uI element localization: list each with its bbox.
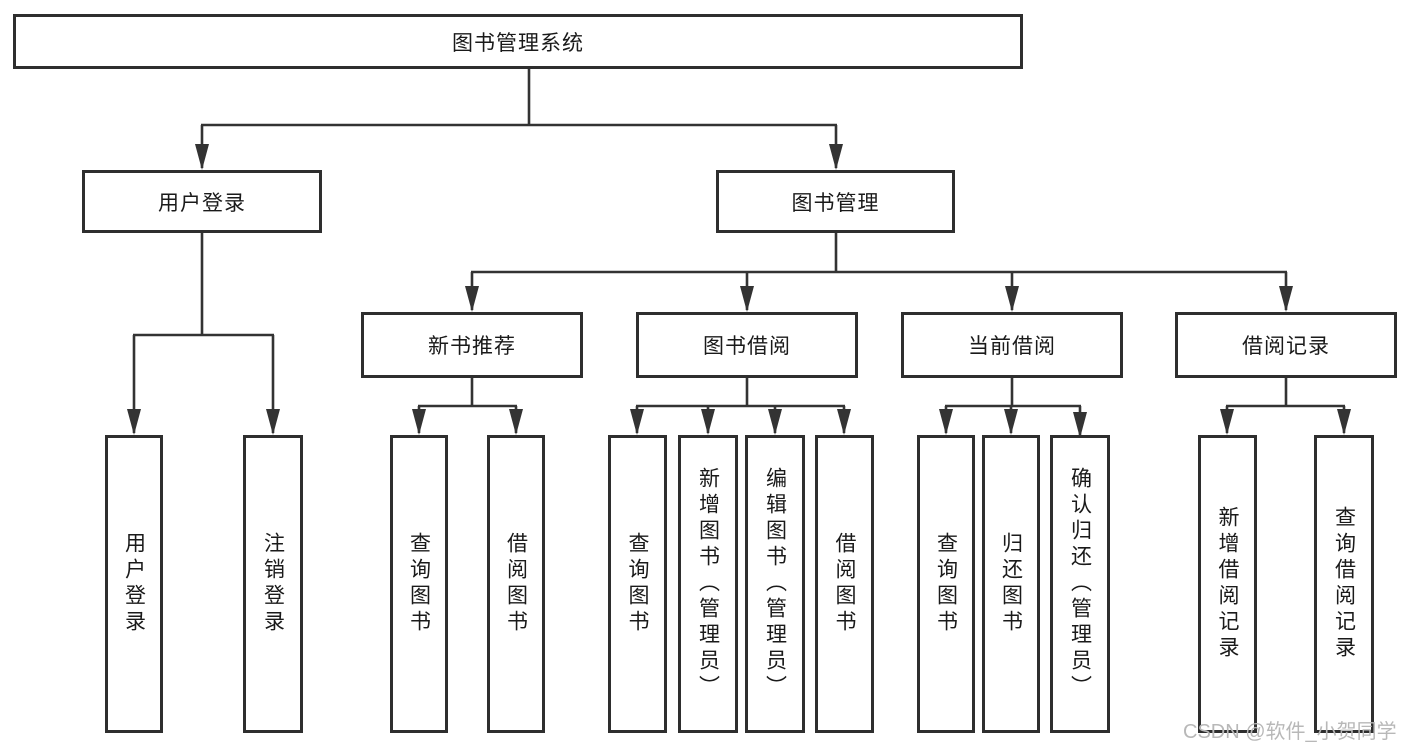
leaf-query-borrow-record: 查询借阅记录 xyxy=(1314,435,1374,733)
leaf-edit-book-admin: 编辑图书（管理员） xyxy=(745,435,805,733)
arrowheads xyxy=(127,144,1351,438)
node-borrowing-records: 借阅记录 xyxy=(1175,312,1397,378)
leaf-label: 查询图书 xyxy=(626,532,649,636)
node-user-login-module: 用户登录 xyxy=(82,170,322,233)
leaf-query-books-borrowing: 查询图书 xyxy=(608,435,667,733)
leaf-label: 归还图书 xyxy=(999,532,1023,636)
node-label: 图书借阅 xyxy=(703,335,791,358)
leaf-label: 借阅图书 xyxy=(833,532,856,636)
leaf-label: 用户登录 xyxy=(122,532,146,636)
leaf-add-borrow-record: 新增借阅记录 xyxy=(1198,435,1257,733)
node-label: 用户登录 xyxy=(158,191,246,215)
leaf-label: 查询图书 xyxy=(934,532,958,636)
node-label: 借阅记录 xyxy=(1242,335,1330,358)
leaf-query-books-current: 查询图书 xyxy=(917,435,975,733)
leaf-query-books-recommend: 查询图书 xyxy=(390,435,448,733)
leaf-label: 编辑图书（管理员） xyxy=(763,467,787,701)
leaf-label: 确认归还（管理员） xyxy=(1068,467,1092,701)
leaf-label: 借阅图书 xyxy=(504,532,528,636)
node-book-management-module: 图书管理 xyxy=(716,170,955,233)
leaf-add-book-admin: 新增图书（管理员） xyxy=(678,435,738,733)
leaf-label: 注销登录 xyxy=(261,532,285,636)
leaf-confirm-return-admin: 确认归还（管理员） xyxy=(1050,435,1110,733)
node-label: 图书管理 xyxy=(791,191,880,215)
leaf-return-books: 归还图书 xyxy=(982,435,1040,733)
node-label: 新书推荐 xyxy=(428,335,516,358)
csdn-watermark: CSDN @软件_小贺同学 xyxy=(1183,721,1397,743)
node-new-book-recommendation: 新书推荐 xyxy=(361,312,583,378)
node-book-borrowing: 图书借阅 xyxy=(636,312,858,378)
leaf-borrow-books-recommend: 借阅图书 xyxy=(487,435,545,733)
leaf-borrow-books: 借阅图书 xyxy=(815,435,874,733)
leaf-user-login: 用户登录 xyxy=(105,435,163,733)
node-root-system: 图书管理系统 xyxy=(13,14,1023,69)
node-current-borrowing: 当前借阅 xyxy=(901,312,1123,378)
leaf-label: 新增借阅记录 xyxy=(1216,506,1239,662)
leaf-label: 查询借阅记录 xyxy=(1332,506,1356,662)
node-root-label: 图书管理系统 xyxy=(452,31,584,55)
leaf-label: 新增图书（管理员） xyxy=(696,467,720,701)
leaf-label: 查询图书 xyxy=(407,532,431,636)
leaf-logout: 注销登录 xyxy=(243,435,303,733)
node-label: 当前借阅 xyxy=(968,335,1056,358)
